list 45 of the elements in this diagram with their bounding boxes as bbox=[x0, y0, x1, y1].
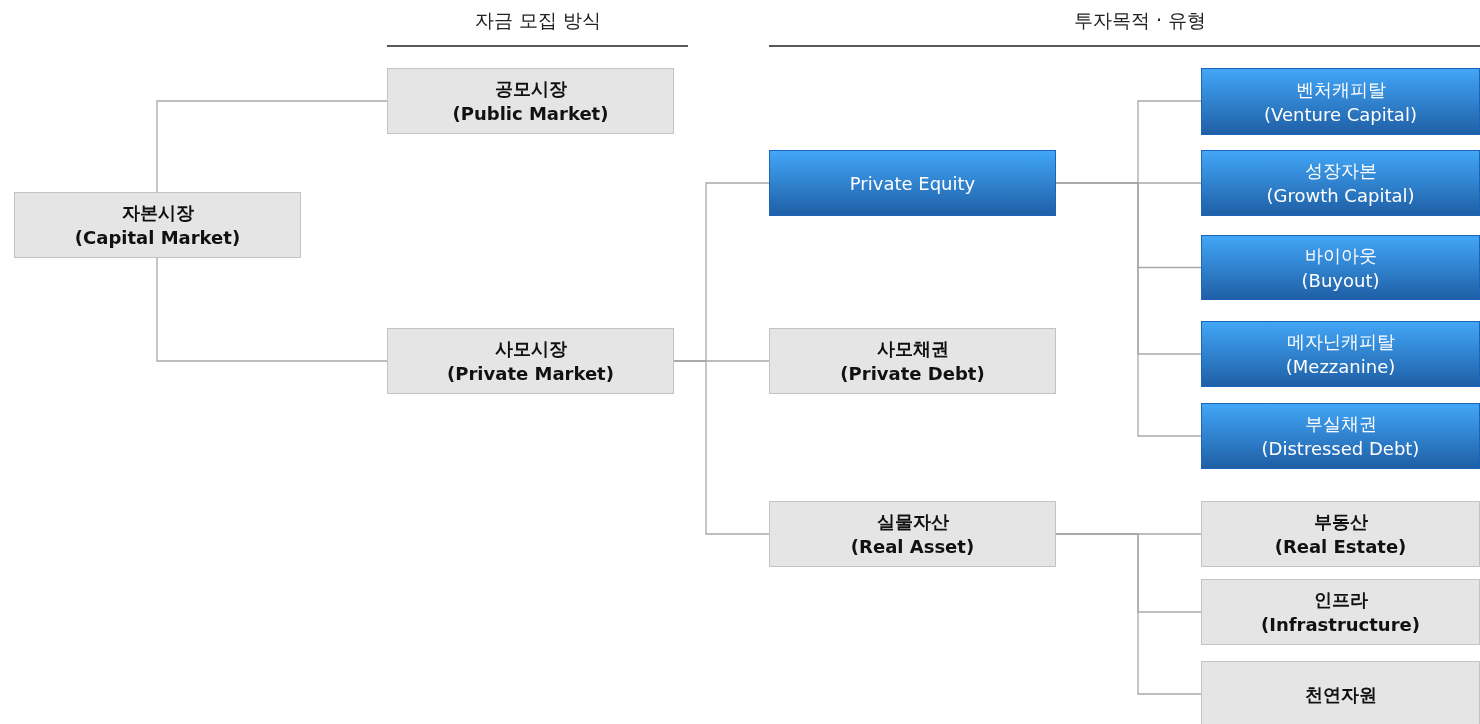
box-title: 사모시장 bbox=[494, 337, 567, 361]
column-heading: 투자목적 · 유형 bbox=[1074, 8, 1207, 33]
box-title: 자본시장 bbox=[121, 201, 194, 225]
box-subtitle: (Buyout) bbox=[1301, 268, 1380, 293]
category-box bbox=[769, 150, 1056, 216]
box-subtitle: (Real Estate) bbox=[1274, 535, 1407, 559]
box-subtitle: (Distressed Debt) bbox=[1261, 437, 1420, 461]
category-box bbox=[1201, 661, 1480, 724]
category-box bbox=[14, 192, 301, 258]
connector-line bbox=[1055, 533, 1202, 695]
category-box bbox=[1201, 321, 1480, 387]
box-subtitle: (Real Asset) bbox=[850, 535, 975, 559]
category-box bbox=[1201, 403, 1480, 469]
category-box bbox=[387, 68, 674, 134]
box-subtitle: (Growth Capital) bbox=[1266, 184, 1415, 208]
box-subtitle: (Infrastructure) bbox=[1261, 613, 1420, 637]
category-box bbox=[769, 328, 1056, 394]
box-title: 부동산 bbox=[1313, 510, 1368, 534]
box-title: 부실채권 bbox=[1304, 412, 1377, 436]
category-box bbox=[1201, 235, 1480, 300]
box-subtitle: (Public Market) bbox=[452, 102, 609, 126]
category-box bbox=[387, 328, 674, 394]
connector-line bbox=[156, 257, 388, 362]
category-box bbox=[1201, 501, 1480, 567]
column-heading: 자금 모집 방식 bbox=[475, 8, 602, 33]
box-subtitle: (Private Market) bbox=[447, 362, 614, 386]
box-title: 공모시장 bbox=[494, 77, 567, 101]
category-box bbox=[769, 501, 1056, 567]
box-subtitle: (Capital Market) bbox=[74, 226, 241, 250]
category-box bbox=[1201, 150, 1480, 216]
box-subtitle: (Venture Capital) bbox=[1264, 102, 1417, 127]
box-subtitle: (Private Debt) bbox=[840, 362, 985, 386]
connector-line bbox=[156, 100, 388, 193]
box-title: 메자닌캐피탈 bbox=[1286, 330, 1395, 354]
box-subtitle: (Mezzanine) bbox=[1285, 355, 1396, 379]
box-title: 성장자본 bbox=[1304, 159, 1377, 183]
box-title: 실물자산 bbox=[876, 510, 949, 534]
box-title: 인프라 bbox=[1313, 588, 1368, 612]
category-box bbox=[1201, 579, 1480, 645]
box-title: Private Equity bbox=[849, 171, 976, 196]
category-box bbox=[1201, 68, 1480, 135]
box-title: 천연자원 bbox=[1304, 683, 1377, 707]
box-title: 사모채권 bbox=[876, 337, 949, 361]
box-title: 벤처캐피탈 bbox=[1295, 77, 1386, 102]
box-title: 바이아웃 bbox=[1304, 243, 1377, 268]
